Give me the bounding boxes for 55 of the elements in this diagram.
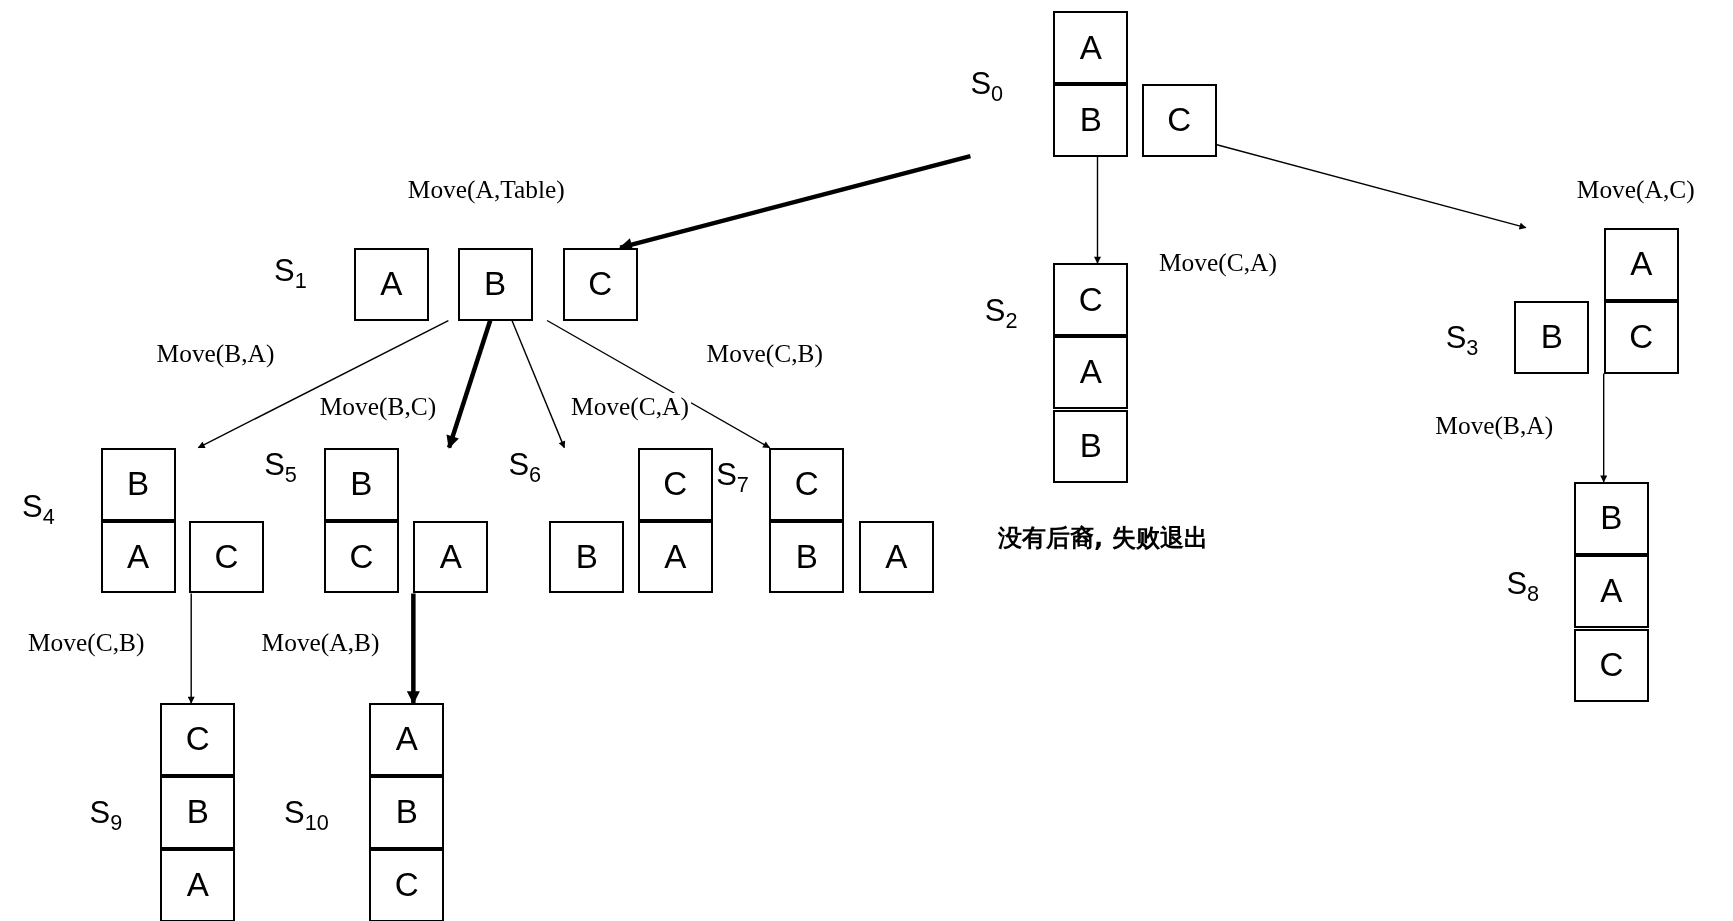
block-box: A xyxy=(1603,227,1679,301)
state-label: S$_{4}$ xyxy=(22,491,55,528)
state-label: S$_{8}$ xyxy=(1506,569,1540,606)
block-box: A xyxy=(637,520,713,594)
arrow xyxy=(546,319,771,449)
arrow xyxy=(1094,156,1101,264)
note-text: 没有后裔, 失败退出 xyxy=(998,521,1208,554)
block-box: A xyxy=(1053,11,1129,84)
block-box: B xyxy=(457,247,533,321)
block-box: A xyxy=(1053,335,1129,409)
edge-label: Move(C,A) xyxy=(569,392,691,421)
state-label: S$_{3}$ xyxy=(1445,322,1479,359)
block-box: C xyxy=(188,520,265,594)
state-label: S$_{10}$ xyxy=(284,797,329,834)
block-box: C xyxy=(562,247,638,321)
block-box: C xyxy=(323,520,399,594)
block-box: A xyxy=(369,702,445,776)
block-box: A xyxy=(858,520,934,594)
state-label: S$_{7}$ xyxy=(716,459,749,496)
block-box: A xyxy=(100,520,176,594)
arrow xyxy=(1600,372,1608,483)
block-box: C xyxy=(1603,300,1679,374)
block-box: A xyxy=(1573,554,1649,628)
arrow xyxy=(187,592,195,704)
arrow xyxy=(406,593,420,705)
state-label: S$_{5}$ xyxy=(264,449,297,486)
block-box: B xyxy=(369,775,445,849)
block-box: C xyxy=(769,447,845,521)
block-box: B xyxy=(549,520,625,594)
block-box: C xyxy=(369,848,445,921)
block-box: B xyxy=(1573,481,1649,555)
block-box: B xyxy=(160,775,236,849)
block-box: B xyxy=(1514,300,1590,374)
block-box: A xyxy=(353,247,429,321)
state-label: S$_{1}$ xyxy=(274,256,307,293)
block-box: C xyxy=(1141,84,1217,157)
block-box: C xyxy=(1053,263,1129,336)
state-label: S$_{0}$ xyxy=(970,68,1004,105)
arrow xyxy=(511,319,566,449)
state-label: S$_{2}$ xyxy=(984,296,1018,333)
block-box: B xyxy=(1053,84,1129,157)
arrow xyxy=(197,319,450,449)
state-label: S$_{6}$ xyxy=(508,449,542,486)
block-box: B xyxy=(323,447,399,521)
arrow xyxy=(446,319,493,449)
block-box: B xyxy=(100,447,176,521)
state-label: S$_{9}$ xyxy=(89,797,123,834)
block-box: C xyxy=(160,702,236,776)
arrow xyxy=(1216,144,1527,230)
block-box: C xyxy=(637,447,713,521)
block-box: A xyxy=(160,848,236,921)
block-box: C xyxy=(1573,628,1649,702)
block-box: B xyxy=(769,520,845,594)
block-box: B xyxy=(1053,410,1129,483)
block-box: A xyxy=(413,520,489,594)
